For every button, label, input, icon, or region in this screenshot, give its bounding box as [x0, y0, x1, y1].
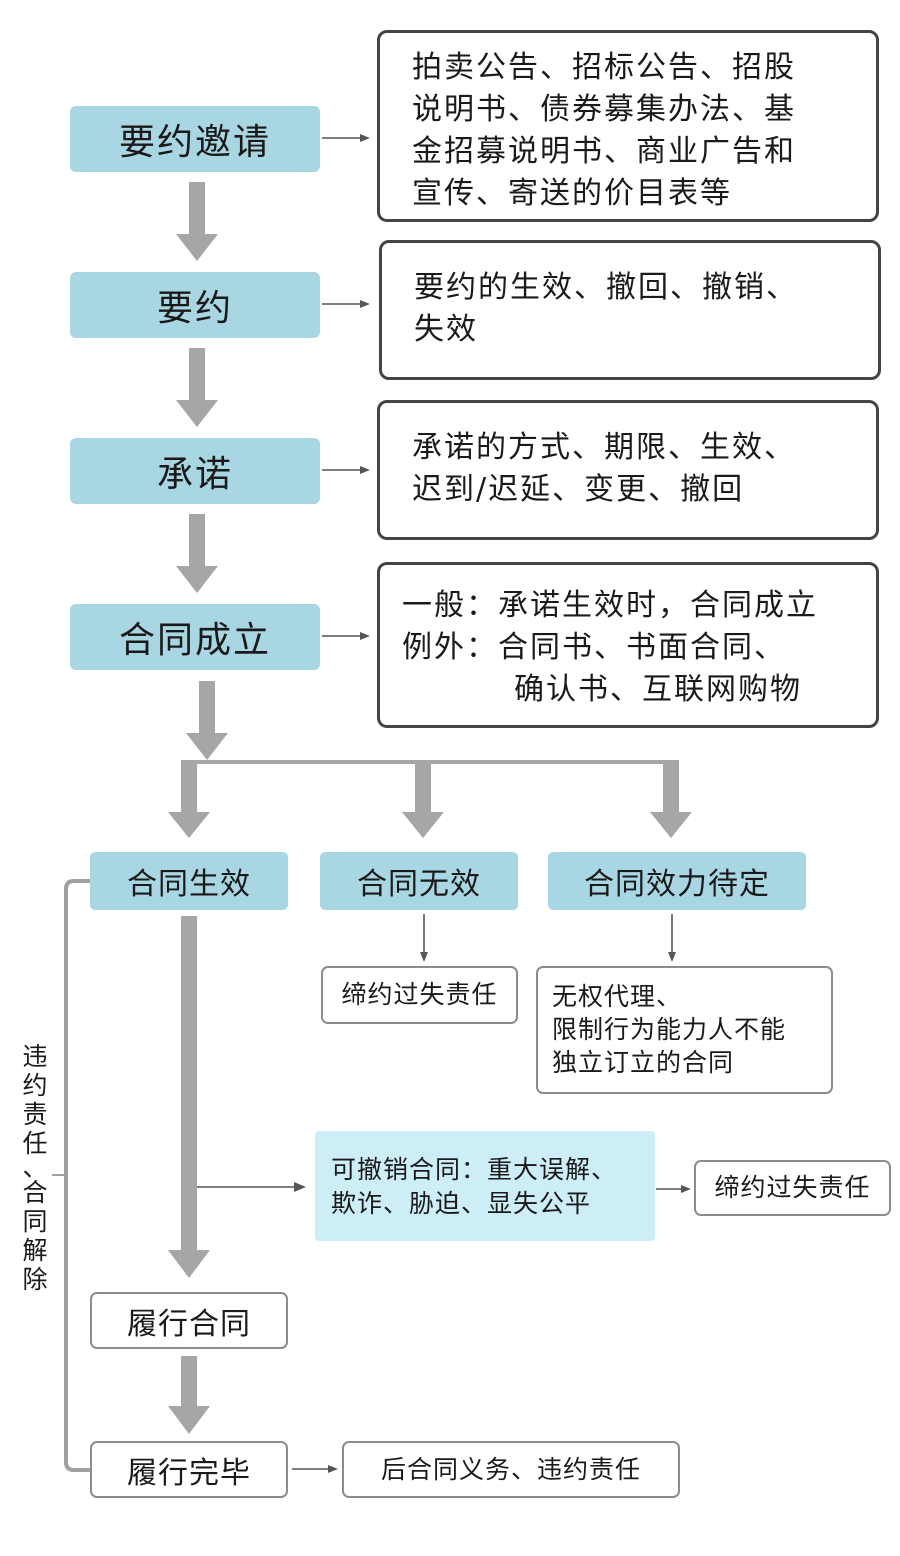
- desc-line: 失效: [414, 312, 478, 347]
- thin-arrows: [197, 134, 691, 1473]
- side-label-char: 责: [22, 1100, 48, 1129]
- side-label-char: 合: [22, 1178, 48, 1207]
- pending-case-line: 无权代理、: [552, 982, 683, 1011]
- desc-formation-general: 一般：承诺生效时，合同成立: [402, 585, 866, 627]
- pending-case-line: 限制行为能力人不能: [552, 1015, 787, 1044]
- desc-offer: 要约的生效、撤回、撤销、 失效: [379, 240, 881, 380]
- desc-line: 金招募说明书、商业广告和: [412, 134, 796, 169]
- arrow-to-pending: [650, 762, 692, 838]
- arrow-offer-to-acceptance: [176, 348, 218, 427]
- stage-offer-label: 要约: [156, 288, 233, 329]
- stage-perform: 履行合同: [90, 1292, 288, 1349]
- desc-line: 宣传、寄送的价目表等: [412, 176, 732, 211]
- stage-offer: 要约: [70, 272, 320, 338]
- stage-formation: 合同成立: [70, 604, 320, 670]
- side-label-char: 同: [22, 1207, 48, 1236]
- stage-formation-label: 合同成立: [118, 620, 271, 661]
- side-label-char: 任: [22, 1129, 48, 1158]
- stage-effective-label: 合同生效: [127, 867, 251, 902]
- side-label-char: 除: [22, 1265, 48, 1294]
- stage-pending: 合同效力待定: [548, 852, 806, 910]
- void-result: 缔约过失责任: [321, 966, 518, 1024]
- stage-void-label: 合同无效: [357, 867, 481, 902]
- desc-line: 迟到/迟延、变更、撤回: [412, 472, 745, 507]
- stage-complete-label: 履行完毕: [127, 1455, 251, 1491]
- stage-acceptance-label: 承诺: [156, 454, 233, 495]
- arrow-to-void: [402, 762, 444, 838]
- exception-line: 合同书、书面合同、: [498, 630, 786, 665]
- desc-formation-exception: 例外：合同书、书面合同、: [402, 627, 866, 669]
- pending-case-line: 独立订立的合同: [552, 1048, 735, 1077]
- post-completion: 后合同义务、违约责任: [342, 1441, 680, 1498]
- side-label-char: 约: [22, 1071, 48, 1100]
- arrow-effective-to-perform: [168, 916, 210, 1278]
- exception-label: 例外：: [402, 630, 498, 665]
- desc-formation: 一般：承诺生效时，合同成立 例外：合同书、书面合同、 确认书、互联网购物: [377, 562, 879, 728]
- desc-line: 说明书、债券募集办法、基: [412, 92, 796, 127]
- arrow-acceptance-to-formation: [176, 514, 218, 593]
- big-arrows: [168, 182, 692, 1434]
- revocable-contract: 可撤销合同：重大误解、 欺诈、胁迫、显失公平: [315, 1131, 655, 1241]
- revocable-result-label: 缔约过失责任: [714, 1173, 871, 1202]
- stage-void: 合同无效: [320, 852, 518, 910]
- side-label-char: 解: [22, 1236, 48, 1265]
- stage-offer-invitation: 要约邀请: [70, 106, 320, 172]
- stage-effective: 合同生效: [90, 852, 288, 910]
- side-label: 违 约 责 任 、 合 同 解 除: [20, 1042, 50, 1294]
- stage-pending-label: 合同效力待定: [584, 867, 770, 902]
- desc-line: 拍卖公告、招标公告、招股: [412, 50, 796, 85]
- side-label-char: 违: [22, 1042, 48, 1071]
- desc-line: 要约的生效、撤回、撤销、: [414, 270, 798, 305]
- stage-perform-label: 履行合同: [127, 1306, 251, 1342]
- arrow-to-effective: [168, 762, 210, 838]
- stage-complete: 履行完毕: [90, 1441, 288, 1498]
- desc-line: 承诺的方式、期限、生效、: [412, 430, 796, 465]
- general-text: 承诺生效时，合同成立: [498, 588, 818, 623]
- exception-line: 确认书、互联网购物: [514, 672, 802, 707]
- side-label-char: 、: [22, 1153, 48, 1182]
- pending-cases: 无权代理、 限制行为能力人不能 独立订立的合同: [536, 966, 833, 1094]
- arrow-invitation-to-offer: [176, 182, 218, 261]
- revocable-line: 欺诈、胁迫、显失公平: [331, 1189, 592, 1218]
- stage-offer-invitation-label: 要约邀请: [118, 122, 271, 163]
- side-bracket: [64, 879, 91, 1472]
- general-label: 一般：: [402, 588, 498, 623]
- arrow-formation-down: [186, 681, 228, 760]
- void-result-label: 缔约过失责任: [341, 980, 498, 1009]
- desc-acceptance: 承诺的方式、期限、生效、 迟到/迟延、变更、撤回: [377, 400, 879, 540]
- desc-offer-invitation: 拍卖公告、招标公告、招股 说明书、债券募集办法、基 金招募说明书、商业广告和 宣…: [377, 30, 879, 222]
- revocable-result: 缔约过失责任: [694, 1160, 891, 1216]
- revocable-line: 可撤销合同：重大误解、: [331, 1155, 618, 1184]
- arrow-perform-to-complete: [168, 1356, 210, 1434]
- post-completion-label: 后合同义务、违约责任: [380, 1454, 641, 1484]
- stage-acceptance: 承诺: [70, 438, 320, 504]
